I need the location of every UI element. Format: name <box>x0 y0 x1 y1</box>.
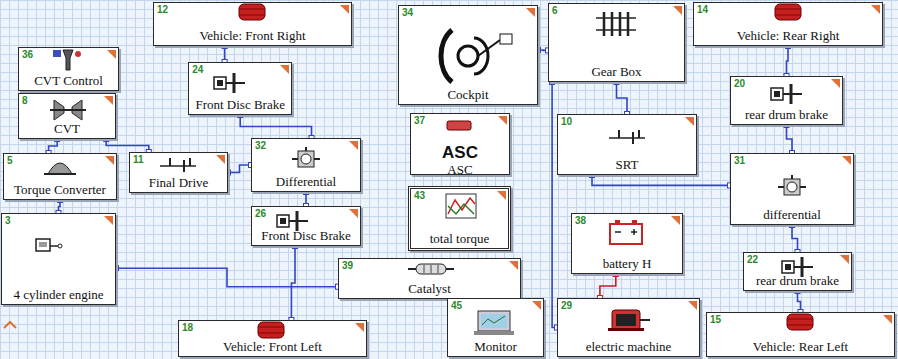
callout-number: 24 <box>192 64 203 75</box>
final-drive-block: 11Final Drive <box>129 152 228 193</box>
battery-icon <box>610 220 642 244</box>
block-name: electric machine <box>586 339 672 354</box>
connection-line <box>787 125 793 153</box>
brake-block: 24Front Disc Brake <box>188 62 292 115</box>
icon-text: ASC <box>442 144 478 162</box>
block-name: Monitor <box>474 339 517 354</box>
block-name: Differential <box>276 174 336 189</box>
callout-number: 29 <box>561 300 572 311</box>
cockpit-icon <box>441 30 512 82</box>
callout-number: 20 <box>734 78 745 89</box>
block-name: CVT <box>54 121 80 136</box>
brake-block: 22 rear drum brake <box>743 252 852 291</box>
callout-number: 32 <box>255 140 266 151</box>
connection-line <box>592 175 730 185</box>
battery-block: 38 battery H <box>571 213 683 274</box>
callout-number: 14 <box>697 4 708 15</box>
brake-block: 26Front Disc Brake <box>251 206 361 246</box>
block-name: Catalyst <box>408 281 451 296</box>
shaft-block: 10SRT <box>557 114 697 175</box>
catalyst-block: 39Catalyst <box>338 258 521 299</box>
differential-block: 32Differential <box>251 138 361 192</box>
callout-number: 43 <box>414 190 425 201</box>
block-name: rear drum brake <box>756 273 839 288</box>
connection-line <box>792 225 798 252</box>
motor-icon <box>608 310 650 331</box>
asc-icon <box>447 121 471 130</box>
callout-number: 15 <box>710 314 721 325</box>
block-name: 4 cylinder engine <box>13 287 103 302</box>
block-name: rear drum brake <box>745 107 828 122</box>
callout-number: 22 <box>747 254 758 265</box>
block-name: Front Disc Brake <box>195 97 285 112</box>
torque-block: 43 total torque <box>408 186 511 251</box>
connection-line <box>228 165 251 173</box>
controller-block: 36CVT Control <box>18 47 119 91</box>
block-name: differential <box>763 207 821 222</box>
brake-block: 20 rear drum brake <box>730 76 843 125</box>
callout-number: 37 <box>414 115 425 126</box>
connection-line <box>106 139 149 152</box>
block-name: Front Disc Brake <box>261 228 351 243</box>
motor-block: 29 electric machine <box>557 298 700 357</box>
callout-number: 34 <box>402 7 413 18</box>
callout-number: 11 <box>133 154 144 165</box>
block-name: Vehicle: Front Left <box>223 339 322 354</box>
catalyst-icon <box>408 264 454 274</box>
block-name: battery H <box>603 256 652 271</box>
block-name: Vehicle: Rear Left <box>753 339 848 354</box>
block-name: SRT <box>615 157 638 172</box>
connection-line <box>787 46 789 76</box>
connection-line <box>240 115 311 138</box>
connection-line <box>291 246 295 320</box>
wheel-block: 15Vehicle: Rear Left <box>706 312 895 357</box>
connection-line <box>617 82 628 114</box>
cvt-block: 8CVT <box>18 93 116 139</box>
gearbox-block: 6Gear Box <box>548 3 685 82</box>
wheel-block: 12Vehicle: Front Right <box>153 2 352 46</box>
callout-number: 12 <box>157 4 168 15</box>
monitor-block: 45Monitor <box>447 298 544 357</box>
block-name: Cockpit <box>447 87 488 102</box>
differential-block: 31 differential <box>730 153 854 225</box>
callout-number: 45 <box>451 300 462 311</box>
callout-number: 10 <box>561 116 572 127</box>
callout-number: 26 <box>255 208 266 219</box>
block-name: Final Drive <box>149 175 209 190</box>
engine-block: 3 4 cylinder engine <box>1 213 116 305</box>
callout-number: 8 <box>22 95 28 106</box>
block-name: Vehicle: Front Right <box>199 28 305 43</box>
block-name: Vehicle: Rear Right <box>737 28 840 43</box>
asc-block: 37ASCASC <box>410 113 510 175</box>
callout-number: 36 <box>22 49 33 60</box>
monitor-icon <box>474 311 514 335</box>
connection-line <box>116 268 338 287</box>
callout-number: 18 <box>182 322 193 333</box>
block-name: total torque <box>430 231 490 246</box>
wheel-block: 18Vehicle: Front Left <box>178 320 367 357</box>
callout-number: 39 <box>342 260 353 271</box>
callout-number: 31 <box>734 155 745 166</box>
callout-number: 38 <box>575 215 586 226</box>
cockpit-block: 34Cockpit <box>398 5 538 105</box>
callout-number: 5 <box>7 155 13 166</box>
block-name: CVT Control <box>34 73 103 88</box>
wheel-block: 14Vehicle: Rear Right <box>693 2 883 46</box>
connection-line <box>798 291 801 312</box>
chart-icon <box>446 194 476 218</box>
callout-number: 6 <box>552 5 558 16</box>
block-name: ASC <box>447 162 472 177</box>
torque-icon <box>4 322 16 328</box>
block-name: Gear Box <box>591 64 641 79</box>
connection-line <box>600 274 616 298</box>
callout-number: 3 <box>5 215 11 226</box>
converter-block: 5Torque Converter <box>3 153 117 200</box>
block-name: Torque Converter <box>14 182 106 197</box>
